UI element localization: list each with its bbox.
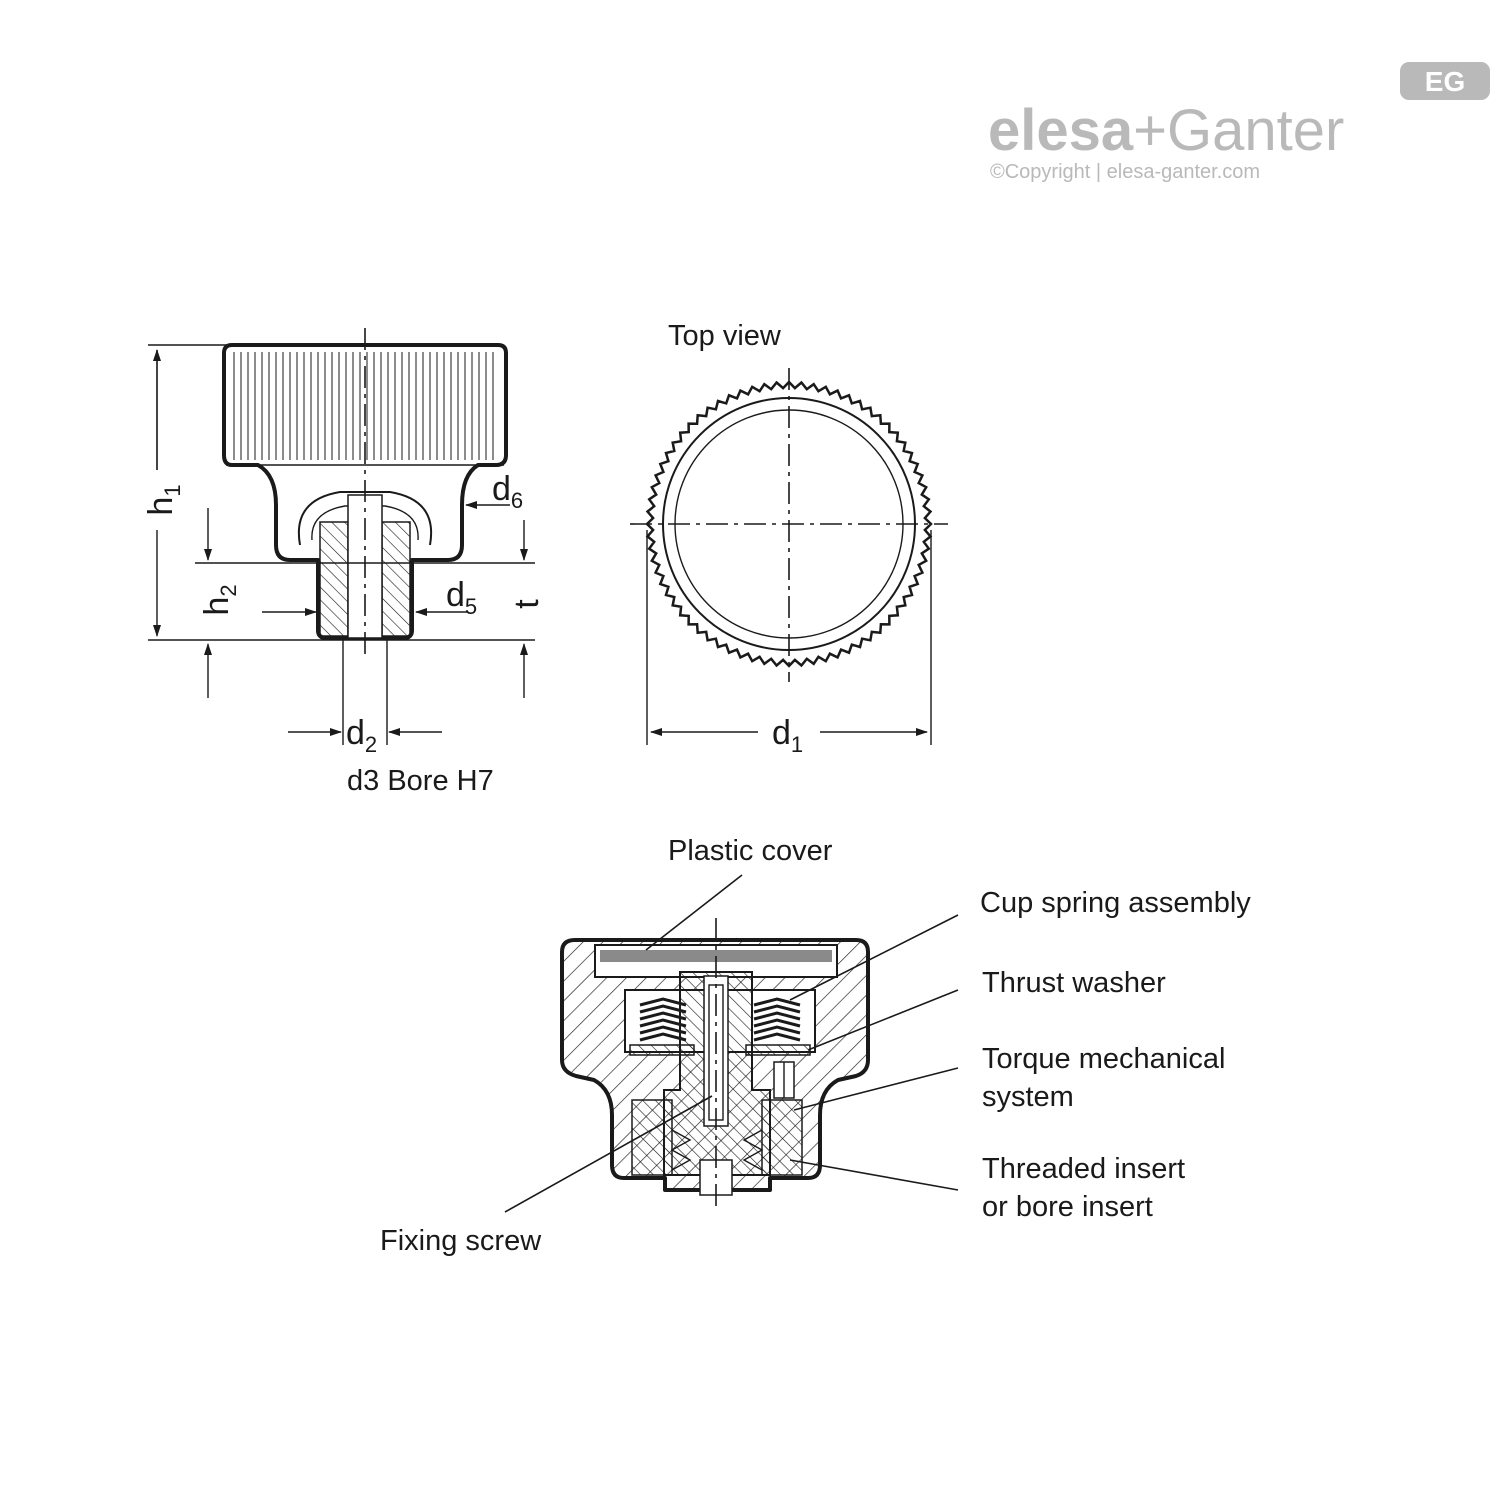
leader-plastic-cover <box>645 874 743 951</box>
knurling-lines <box>233 352 494 460</box>
side-view: h1 h2 t d6 d5 d2 d3 Bore H7 <box>142 328 546 797</box>
cup-spring-disc <box>639 1018 687 1028</box>
cup-spring-disc <box>753 1011 801 1021</box>
leader-cup-spring <box>789 914 959 1001</box>
d2-label: d2 <box>346 714 377 757</box>
cup-spring-disc <box>639 997 687 1007</box>
leader-thrust-washer <box>807 989 959 1051</box>
insert-left-hatch <box>319 521 349 637</box>
d6-label: d6 <box>492 470 523 513</box>
label-insert-1: Threaded insert <box>982 1153 1185 1185</box>
brand-plus: + <box>1133 98 1167 163</box>
brand-name: elesa+Ganter <box>988 98 1344 163</box>
cup-spring-disc <box>639 1025 687 1035</box>
cup-spring-disc <box>753 997 801 1007</box>
section-view: Plastic cover Cup spring assembly Thrust… <box>380 835 1251 1257</box>
leader-insert <box>789 1159 959 1191</box>
top-view: Top view d1 <box>630 320 948 757</box>
label-plastic-cover: Plastic cover <box>668 835 833 867</box>
d5-label: d5 <box>446 576 477 619</box>
insert-thread <box>670 1129 764 1171</box>
insert-right-hatch <box>381 521 411 637</box>
label-torque-2: system <box>982 1081 1074 1113</box>
d1-label: d1 <box>772 714 803 757</box>
label-fixing-screw: Fixing screw <box>380 1225 542 1257</box>
top-view-title: Top view <box>668 320 782 352</box>
cup-spring-left <box>639 997 687 1042</box>
cup-spring-disc <box>753 1032 801 1042</box>
brand-name-right: Ganter <box>1167 98 1344 163</box>
cup-spring-disc <box>753 1004 801 1014</box>
label-thrust-washer: Thrust washer <box>982 967 1166 999</box>
cup-spring-disc <box>639 1004 687 1014</box>
label-torque-1: Torque mechanical <box>982 1043 1225 1075</box>
leader-fixing-screw <box>504 1095 713 1213</box>
thrust-washer-right <box>745 1044 811 1056</box>
bore-label: d3 Bore H7 <box>347 765 494 797</box>
cup-spring-disc <box>639 1011 687 1021</box>
brand-logo: EG elesa+Ganter ©Copyright | elesa-gante… <box>988 62 1490 183</box>
cup-spring-disc <box>753 1025 801 1035</box>
h2-label: h2 <box>198 584 241 615</box>
cup-spring-disc <box>753 1018 801 1028</box>
t-label: t <box>508 599 546 609</box>
label-insert-2: or bore insert <box>982 1191 1153 1223</box>
cup-spring-right <box>753 997 801 1042</box>
brand-name-left: elesa <box>988 98 1134 163</box>
leader-torque <box>793 1067 959 1111</box>
cup-spring-disc <box>639 1032 687 1042</box>
label-cup-spring: Cup spring assembly <box>980 887 1251 919</box>
brand-copyright: ©Copyright | elesa-ganter.com <box>990 161 1260 183</box>
brand-badge-text: EG <box>1425 66 1465 97</box>
brand-badge <box>1400 62 1490 100</box>
h1-label: h1 <box>142 484 185 515</box>
insert-right <box>761 1099 803 1176</box>
